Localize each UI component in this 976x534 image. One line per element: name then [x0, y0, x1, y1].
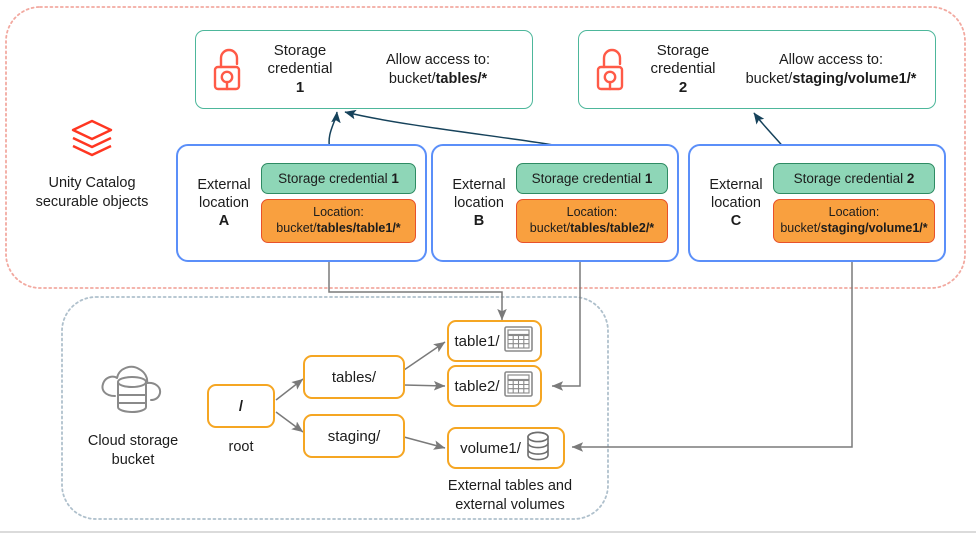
external-location-c-label: External location C [699, 176, 773, 230]
credential-1-allow-label: Allow access to: [386, 51, 490, 68]
tree-node-staging[interactable]: staging/ [303, 414, 405, 458]
external-location-b-location-label: Location: [566, 205, 618, 220]
external-location-c-line2: location [711, 194, 761, 211]
external-location-c-location-path: staging/volume1/* [820, 221, 928, 235]
credential-2-allow-prefix: bucket/ [745, 70, 793, 87]
external-location-c-letter: C [730, 213, 742, 230]
external-location-c-credential-prefix: Storage credential [793, 171, 907, 187]
credential-2-number: 2 [678, 78, 688, 96]
external-location-b-location-path: tables/table2/* [570, 221, 655, 235]
tree-node-root[interactable]: / [207, 384, 275, 428]
tree-node-table2-label: table2/ [454, 377, 500, 395]
external-location-b-location-prefix: bucket/ [529, 221, 571, 235]
external-location-c-line1: External [709, 176, 763, 193]
external-location-a-location-prefix: bucket/ [276, 221, 317, 235]
tree-node-staging-label: staging/ [327, 427, 381, 445]
external-location-a-credential-prefix: Storage credential [278, 171, 392, 187]
external-location-c-credential-chip[interactable]: Storage credential 2 [773, 163, 935, 195]
database-cylinder-icon [524, 430, 552, 466]
credential-2-allow-path: staging/volume1/* [792, 70, 917, 87]
credential-1-title: Storage credential 1 [252, 42, 348, 97]
external-location-b-path-chip[interactable]: Location: bucket/tables/table2/* [516, 199, 668, 243]
external-location-b-credential-number: 1 [644, 171, 653, 187]
cloud-storage-label-line1: Cloud storage [87, 432, 179, 449]
external-location-a-location-path: tables/table1/* [316, 221, 401, 235]
unity-catalog-region-label: Unity Catalog securable objects [22, 118, 162, 212]
arrow-location-a-to-table1 [328, 262, 507, 321]
external-location-card-c[interactable]: External location C Storage credential 2… [688, 144, 946, 262]
tree-node-table1-label: table1/ [454, 332, 500, 350]
external-location-b-credential-prefix: Storage credential [531, 171, 645, 187]
open-padlock-icon [206, 48, 252, 92]
credential-1-allow: Allow access to: bucket/tables/* [348, 51, 522, 89]
arrow-staging-to-volume1 [403, 436, 446, 450]
storage-credential-card-1[interactable]: Storage credential 1 Allow access to: bu… [195, 30, 533, 109]
credential-1-number: 1 [295, 78, 305, 96]
arrow-location-b-to-table2 [551, 262, 581, 391]
tree-node-root-caption: root [228, 439, 254, 455]
bucket-objects-caption: External tables and external volumes [425, 477, 595, 515]
cloud-storage-label-line2: bucket [111, 451, 155, 468]
external-location-card-b[interactable]: External location B Storage credential 1… [431, 144, 679, 262]
arrow-root-to-staging [275, 411, 304, 433]
unity-catalog-label-line1: Unity Catalog [48, 174, 136, 191]
bucket-objects-caption-line2: external volumes [455, 496, 565, 513]
external-location-a-line2: location [199, 194, 249, 211]
cloud-storage-region-label: Cloud storage bucket [58, 362, 208, 470]
external-location-a-path-chip[interactable]: Location: bucket/tables/table1/* [261, 199, 416, 243]
credential-2-allow-label: Allow access to: [779, 51, 883, 68]
external-location-b-credential-chip[interactable]: Storage credential 1 [516, 163, 668, 195]
credential-2-title-line1: Storage [656, 42, 710, 60]
databricks-logo-icon [22, 118, 162, 168]
tree-node-root-label: / [238, 397, 244, 415]
table-icon [503, 369, 535, 403]
tree-node-volume1-label: volume1/ [460, 439, 521, 457]
storage-credential-card-2[interactable]: Storage credential 2 Allow access to: bu… [578, 30, 936, 109]
external-location-a-location-label: Location: [313, 205, 364, 220]
credential-2-allow: Allow access to: bucket/staging/volume1/… [731, 51, 925, 89]
external-location-c-location-label: Location: [828, 205, 880, 220]
tree-node-tables[interactable]: tables/ [303, 355, 405, 399]
credential-1-title-line1: Storage [273, 42, 327, 60]
bucket-objects-caption-line1: External tables and [447, 478, 573, 494]
external-location-a-label: External location A [187, 176, 261, 230]
table-icon [503, 324, 535, 358]
external-location-b-line1: External [452, 176, 506, 193]
tree-node-volume1[interactable]: volume1/ [447, 427, 565, 469]
external-location-a-credential-chip[interactable]: Storage credential 1 [261, 163, 416, 195]
tree-node-table2[interactable]: table2/ [447, 365, 542, 407]
cloud-storage-icon [58, 362, 208, 426]
external-location-c-location-prefix: bucket/ [780, 221, 821, 235]
external-location-a-credential-number: 1 [391, 171, 399, 187]
external-location-a-letter: A [218, 213, 230, 230]
external-location-b-line2: location [454, 194, 504, 211]
external-location-c-path-chip[interactable]: Location: bucket/staging/volume1/* [773, 199, 935, 243]
tree-node-table1[interactable]: table1/ [447, 320, 542, 362]
external-location-c-credential-number: 2 [906, 171, 915, 187]
credential-2-title: Storage credential 2 [635, 42, 731, 97]
external-location-b-letter: B [473, 213, 485, 230]
credential-1-allow-path: tables/* [435, 70, 488, 87]
credential-1-title-line2: credential [267, 60, 333, 78]
external-location-card-a[interactable]: External location A Storage credential 1… [176, 144, 427, 262]
arrow-location-c-to-volume1 [571, 262, 853, 452]
credential-2-title-line2: credential [650, 60, 716, 78]
external-location-b-label: External location B [442, 176, 516, 230]
arrow-root-to-tables [275, 378, 304, 401]
tree-node-tables-label: tables/ [331, 368, 377, 386]
unity-catalog-label-line2: securable objects [35, 193, 149, 210]
credential-1-allow-prefix: bucket/ [388, 70, 436, 87]
arrow-tables-to-table2 [403, 380, 446, 391]
open-padlock-icon [589, 48, 635, 92]
arrow-tables-to-table1 [403, 341, 446, 371]
external-location-a-line1: External [197, 176, 251, 193]
